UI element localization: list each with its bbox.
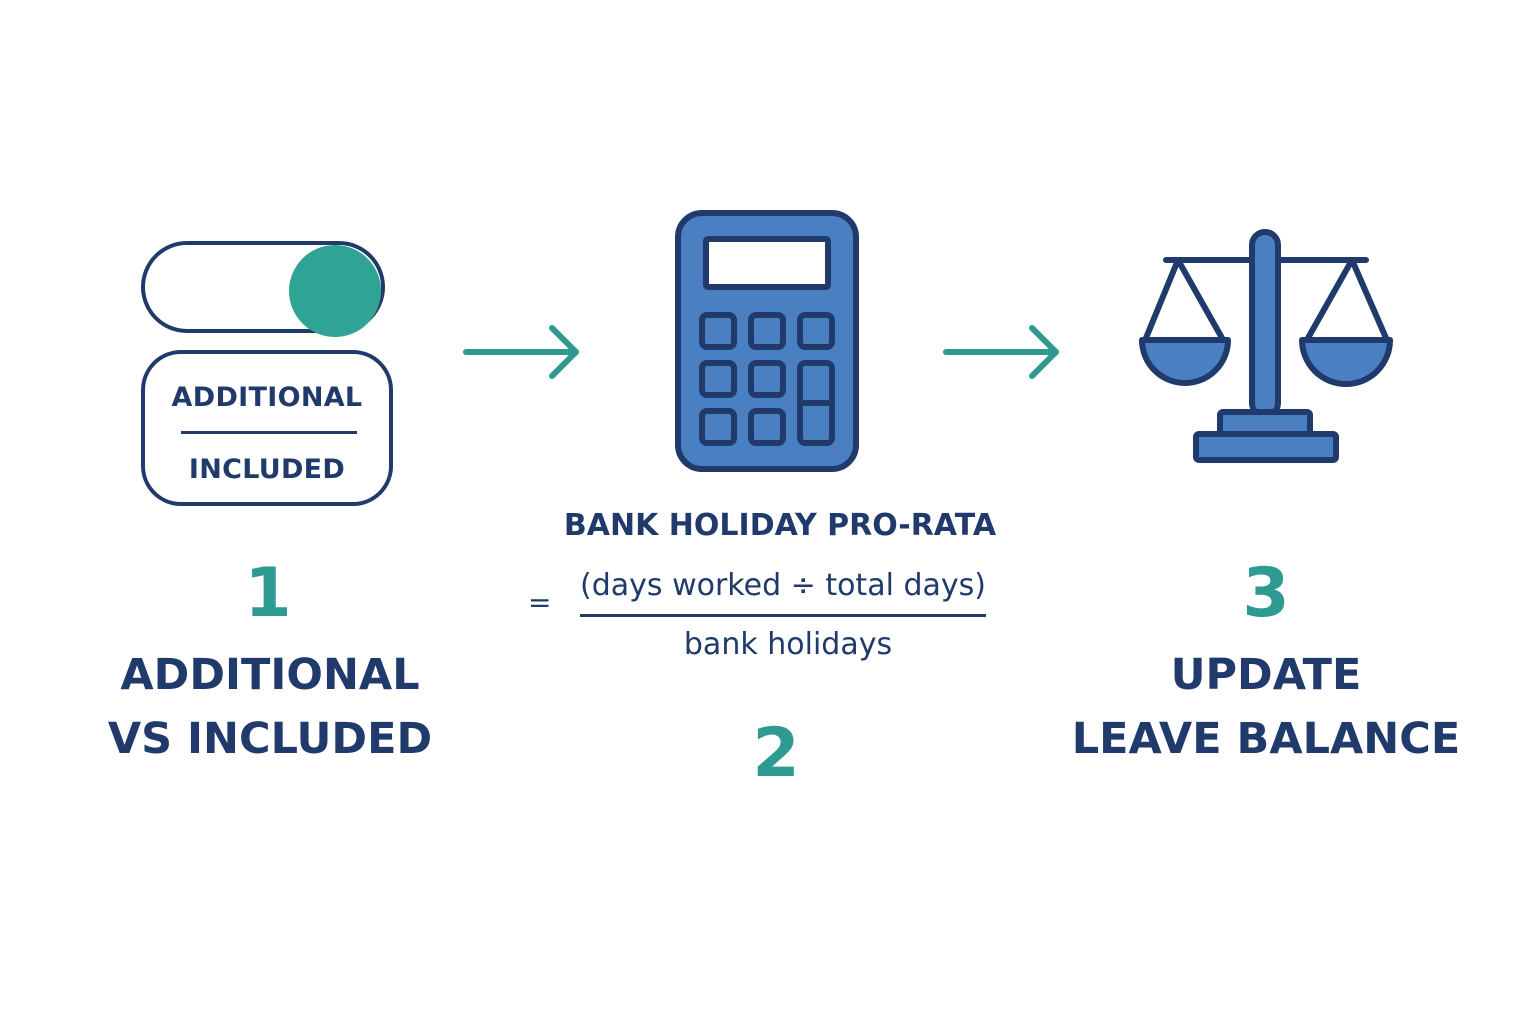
step-3-label: UPDATE LEAVE BALANCE — [1056, 643, 1476, 771]
step-1-label-line2: VS INCLUDED — [107, 714, 433, 764]
toggle-knob — [289, 245, 381, 337]
additional-included-box: ADDITIONAL INCLUDED — [141, 350, 393, 506]
balance-scale-icon — [1132, 226, 1400, 470]
step-3-label-line2: LEAVE BALANCE — [1071, 714, 1461, 764]
choice-divider — [181, 431, 357, 434]
formula-denominator: bank holidays — [683, 627, 893, 662]
step-1-number: 1 — [244, 554, 292, 633]
toggle-switch-icon — [141, 241, 385, 337]
choice-additional-text: ADDITIONAL — [171, 382, 363, 413]
arrow-right-icon — [942, 322, 1066, 382]
step-1-label: ADDITIONAL VS INCLUDED — [60, 643, 480, 771]
formula-numerator: (days worked ÷ total days) — [580, 568, 986, 603]
formula-fraction-bar — [580, 614, 986, 617]
formula-equals-sign: = — [528, 586, 552, 619]
step-2-number: 2 — [752, 714, 800, 793]
choice-included-text: INCLUDED — [188, 454, 346, 485]
step-1-label-line1: ADDITIONAL — [120, 650, 420, 700]
step-3-number: 3 — [1242, 554, 1290, 633]
formula-title: BANK HOLIDAY PRO-RATA — [563, 508, 997, 543]
calculator-icon — [674, 209, 860, 477]
step-3-label-line1: UPDATE — [1170, 650, 1362, 700]
arrow-right-icon — [462, 322, 586, 382]
